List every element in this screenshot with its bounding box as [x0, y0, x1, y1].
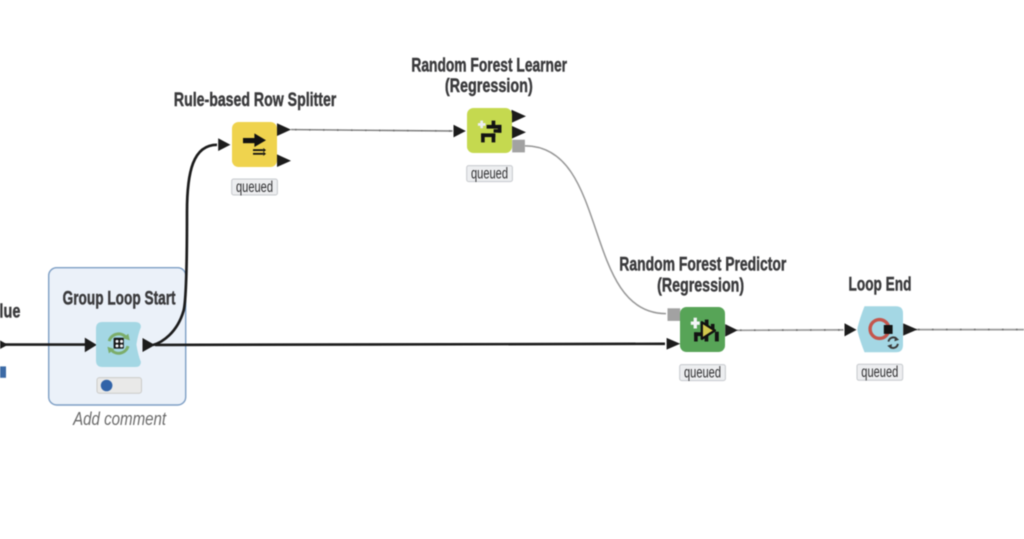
svg-text:queued: queued	[471, 166, 508, 183]
svg-text:(Regression): (Regression)	[657, 274, 744, 296]
svg-text:(Regression): (Regression)	[445, 75, 533, 97]
svg-text:queued: queued	[861, 364, 898, 381]
svg-text:Add comment: Add comment	[72, 408, 166, 429]
svg-text:Loop End: Loop End	[849, 273, 912, 295]
svg-text:queued: queued	[236, 179, 273, 196]
svg-text:queued: queued	[684, 365, 721, 382]
svg-text:Random Forest Predictor: Random Forest Predictor	[619, 254, 786, 276]
svg-text:Random Forest Learner: Random Forest Learner	[411, 54, 567, 76]
svg-text:Group Loop Start: Group Loop Start	[63, 287, 176, 309]
svg-text:lue: lue	[0, 301, 21, 323]
svg-text:Rule-based Row Splitter: Rule-based Row Splitter	[174, 89, 337, 111]
